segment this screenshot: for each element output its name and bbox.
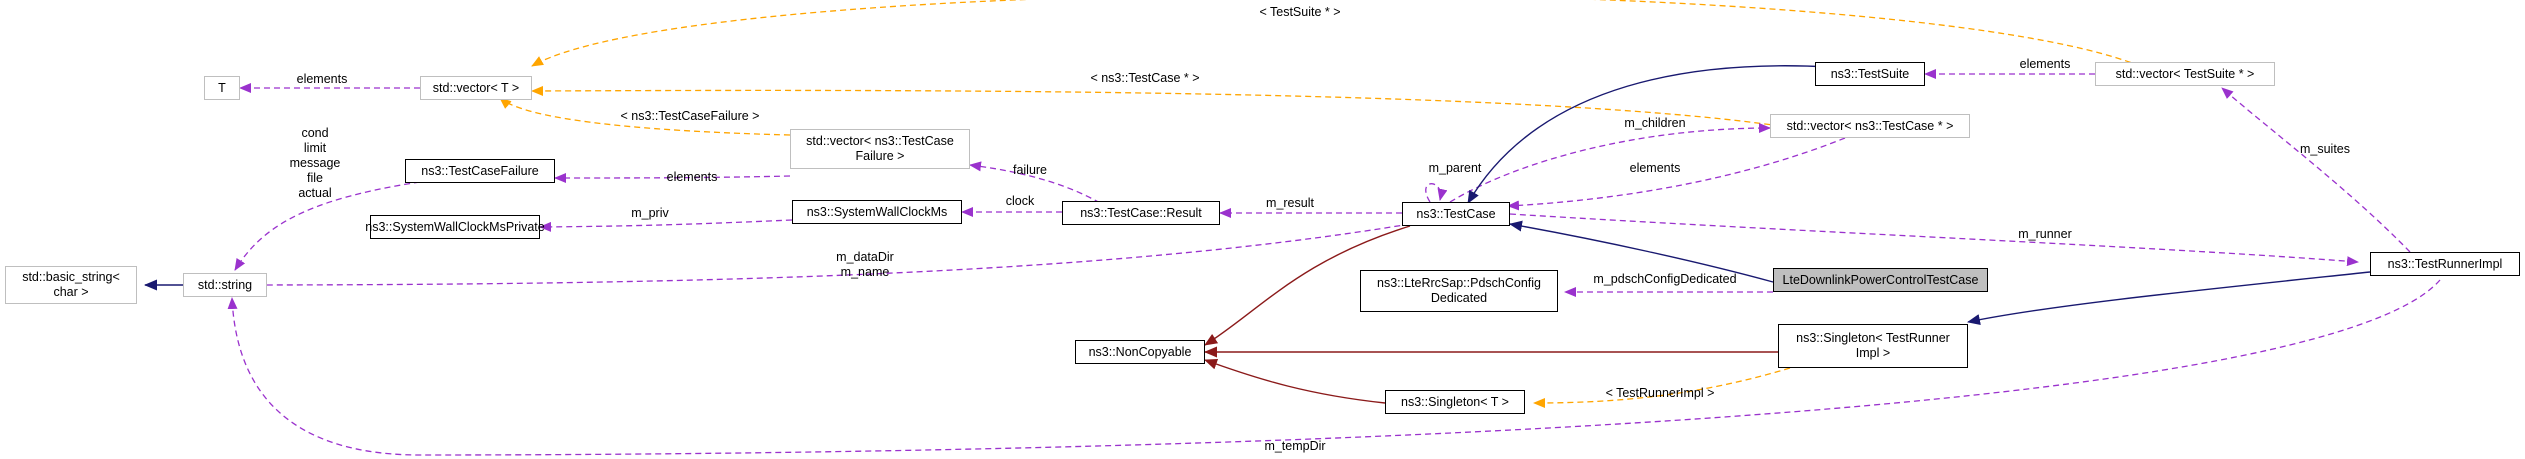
label-elements-testcase: elements [1629, 161, 1681, 175]
node-vector-testcase-failure[interactable]: std::vector< ns3::TestCase Failure > [790, 129, 970, 169]
node-lte-downlink-power-control-testcase[interactable]: LteDownlinkPowerControlTestCase [1773, 268, 1988, 292]
label-tpl-testcase-failure: < ns3::TestCaseFailure > [620, 109, 760, 123]
edge-testsuite-to-testcase [1467, 65, 1831, 204]
edge-testcase-failure-to-string [234, 181, 421, 271]
label-tpl-testcase: < ns3::TestCase * > [1090, 71, 1200, 85]
label-m-pdsch-config-dedicated: m_pdschConfigDedicated [1593, 272, 1737, 286]
node-singleton-testrunner-impl[interactable]: ns3::Singleton< TestRunner Impl > [1778, 324, 1968, 368]
label-string-members: cond limit message file actual [289, 126, 341, 200]
node-T[interactable]: T [204, 76, 240, 100]
edge-wallclock-private-to-wallclock [539, 219, 793, 232]
label-elements-t: elements [296, 72, 348, 86]
edge-runner-impl-to-singleton-runner [1967, 271, 2371, 325]
label-m-tempdir: m_tempDir [1264, 439, 1326, 453]
edge-vector-testcase-to-vector-t [531, 85, 1781, 127]
node-testcase-result[interactable]: ns3::TestCase::Result [1062, 201, 1220, 225]
edge-runner-impl-to-vector-testsuite [2221, 87, 2411, 253]
edge-singleton-runner-to-singleton-t [1533, 367, 1791, 408]
node-pdsch-config-dedicated[interactable]: ns3::LteRrcSap::PdschConfig Dedicated [1360, 270, 1558, 312]
edge-result-to-vector-failure [969, 161, 1101, 204]
label-m-result: m_result [1266, 196, 1314, 210]
label-failure: failure [1012, 163, 1048, 177]
node-wallclock[interactable]: ns3::SystemWallClockMs [792, 200, 962, 224]
edge-vector-testcase-to-testcase [1507, 137, 1846, 211]
node-wallclock-private[interactable]: ns3::SystemWallClockMsPrivate [365, 215, 545, 239]
edge-testcase-to-vector-testcase [1449, 123, 1771, 203]
edge-testcase-to-runner-impl [1509, 213, 2359, 267]
node-testcase[interactable]: ns3::TestCase [1402, 202, 1510, 226]
edge-lte-to-testcase [1509, 220, 1774, 283]
node-basic-string[interactable]: std::basic_string< char > [5, 266, 137, 304]
label-m-datadir-m-name: m_dataDir m_name [836, 250, 894, 279]
node-vector-testcase[interactable]: std::vector< ns3::TestCase * > [1770, 114, 1970, 138]
label-m-parent: m_parent [1428, 161, 1482, 175]
node-std-vector-T[interactable]: std::vector< T > [420, 76, 532, 100]
label-tpl-testsuite: < TestSuite * > [1259, 5, 1341, 19]
label-m-children: m_children [1624, 116, 1686, 130]
node-noncopyable[interactable]: ns3::NonCopyable [1075, 340, 1205, 364]
node-testrunner-impl[interactable]: ns3::TestRunnerImpl [2370, 252, 2520, 276]
edge-vector-failure-to-testcase-failure [554, 172, 791, 183]
node-vector-testsuite[interactable]: std::vector< TestSuite * > [2095, 62, 2275, 86]
label-m-priv: m_priv [631, 206, 669, 220]
edge-singleton-t-to-noncopyable [1204, 358, 1386, 404]
label-elements-suite: elements [2019, 57, 2071, 71]
label-m-suites: m_suites [2299, 142, 2351, 156]
node-std-string[interactable]: std::string [183, 273, 267, 297]
label-m-runner: m_runner [2018, 227, 2072, 241]
label-elements-failure: elements [666, 170, 718, 184]
edge-vector-failure-to-vector-t [499, 97, 791, 136]
node-testcase-failure[interactable]: ns3::TestCaseFailure [405, 159, 555, 183]
node-singleton-t[interactable]: ns3::Singleton< T > [1385, 390, 1525, 414]
edge-testcase-to-noncopyable [1204, 225, 1411, 346]
node-testsuite[interactable]: ns3::TestSuite [1815, 62, 1925, 86]
edge-vector-testsuite-to-vector-t [531, 0, 2141, 67]
label-tpl-runner: < TestRunnerImpl > [1605, 386, 1715, 400]
edge-runner-impl-to-string-tempdir [227, 279, 2441, 456]
label-clock: clock [1005, 194, 1035, 208]
edge-testcase-self-parent [1425, 183, 1448, 203]
edge-testcase-to-string [224, 223, 1411, 290]
